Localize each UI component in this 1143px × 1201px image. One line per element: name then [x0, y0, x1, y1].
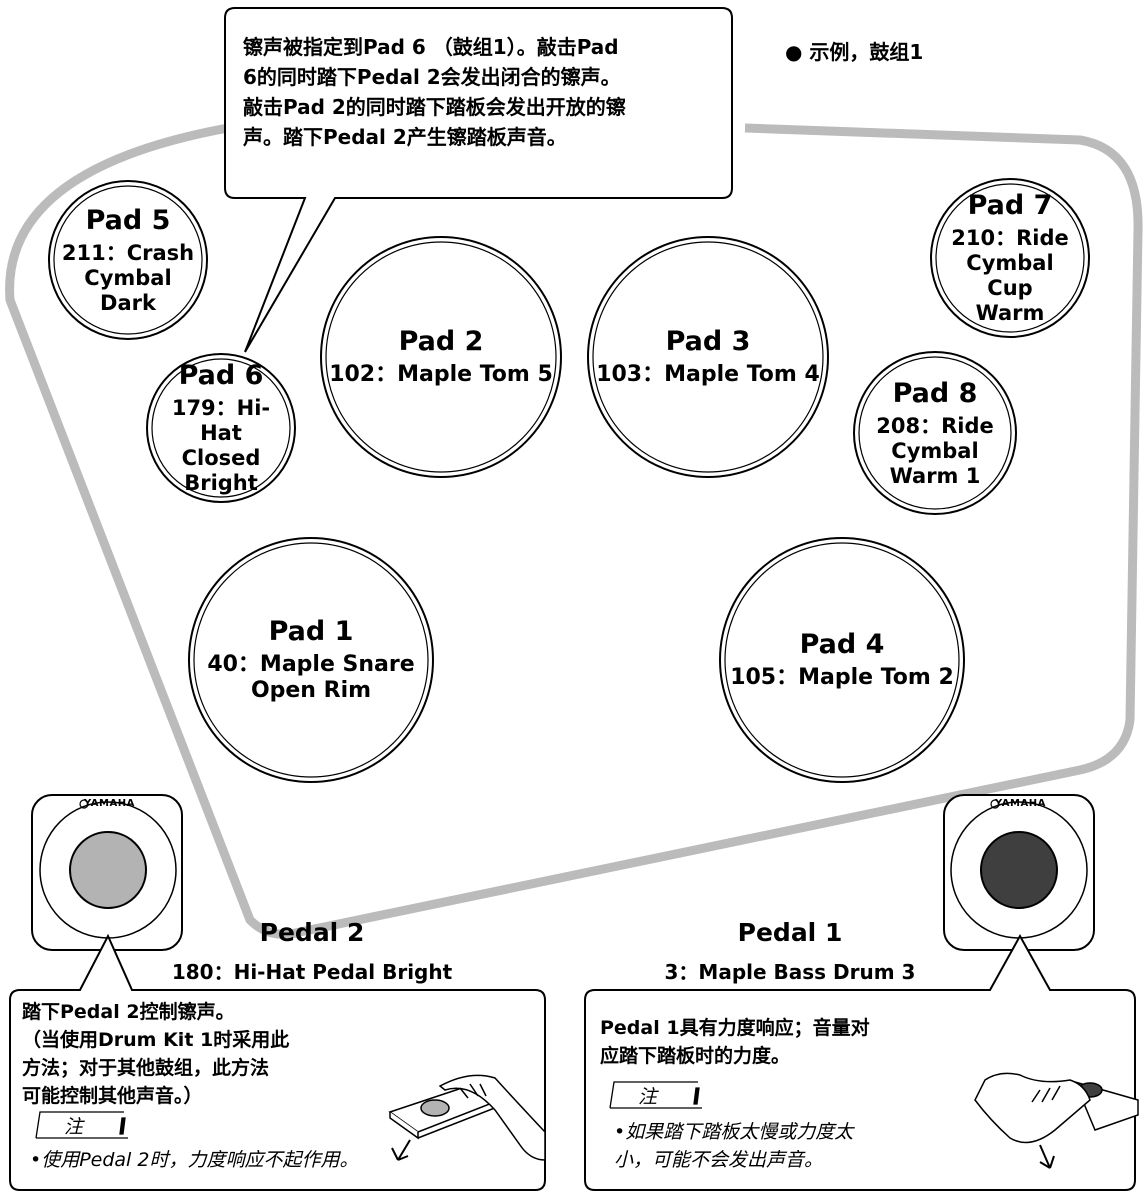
left-note-body: •使用Pedal 2时，力度响应不起作用。: [30, 1149, 359, 1171]
top-callout-box: [224, 7, 733, 353]
pad-5-voice: 211：Crash Cymbal Dark: [61, 240, 195, 315]
left-foot-illustration: [388, 1074, 546, 1161]
right-foot-illustration: [974, 1072, 1139, 1169]
pad-3-voice: 103：Maple Tom 4: [596, 362, 820, 387]
kit-outline: [5, 123, 1143, 939]
pad-3[interactable]: Pad 3 103：Maple Tom 4: [593, 242, 823, 472]
pad-7-voice: 210：Ride Cymbal Cup Warm: [951, 226, 1069, 325]
pad-3-name: Pad 3: [665, 326, 751, 357]
pedal2-brand: YAMAHA: [84, 798, 135, 809]
pedal1-voice: 3：Maple Bass Drum 3: [664, 960, 916, 984]
pad-8-name: Pad 8: [892, 377, 978, 409]
left-note-tag: 注: [64, 1116, 84, 1138]
pad-6[interactable]: Pad 6 179：Hi-Hat Closed Bright: [152, 359, 290, 497]
pad-6-name: Pad 6: [178, 360, 264, 391]
pad-4[interactable]: Pad 4 105：Maple Tom 2: [725, 543, 959, 777]
pad-8[interactable]: Pad 8 208：Ride Cymbal Warm 1: [859, 357, 1011, 509]
pad-2[interactable]: Pad 2 102：Maple Tom 5: [326, 242, 556, 472]
pedal2-unit: [31, 794, 183, 951]
example-label: ● 示例，鼓组1: [785, 40, 924, 64]
pad-2-voice: 102：Maple Tom 5: [329, 362, 553, 387]
pedal1-unit: [943, 794, 1095, 951]
pad-5[interactable]: Pad 5 211：Crash Cymbal Dark: [54, 186, 202, 334]
pad-7-name: Pad 7: [967, 190, 1053, 221]
pedal1-brand: YAMAHA: [995, 798, 1046, 809]
pedal1-name: Pedal 1: [737, 918, 843, 947]
right-note-body: •如果踏下踏板太慢或力度太 小，可能不会发出声音。: [614, 1121, 854, 1171]
pad-4-name: Pad 4: [799, 629, 885, 660]
pad-5-name: Pad 5: [85, 204, 171, 236]
pad-1-name: Pad 1: [268, 616, 354, 647]
pad-6-voice: 179：Hi-Hat Closed Bright: [171, 396, 271, 495]
pad-1[interactable]: Pad 1 40：Maple Snare Open Rim: [194, 543, 428, 777]
pedal2-voice: 180：Hi-Hat Pedal Bright: [171, 960, 453, 984]
pedal2-name: Pedal 2: [259, 918, 365, 947]
pad-7[interactable]: Pad 7 210：Ride Cymbal Cup Warm: [936, 184, 1084, 332]
pad-4-voice: 105：Maple Tom 2: [730, 665, 954, 690]
pad-1-voice: 40：Maple Snare Open Rim: [207, 652, 415, 703]
left-note-text: 踏下Pedal 2控制镲声。 （当使用Drum Kit 1时采用此 方法；对于其…: [22, 1001, 290, 1107]
right-note-tag: 注: [638, 1086, 658, 1108]
pad-2-name: Pad 2: [398, 326, 484, 357]
right-note-text: Pedal 1具有力度响应；音量对 应踏下踏板时的力度。: [600, 1017, 870, 1067]
pad-8-voice: 208：Ride Cymbal Warm 1: [876, 413, 994, 488]
top-callout-text: 镲声被指定到Pad 6 （鼓组1）。敲击Pad 6的同时踏下Pedal 2会发出…: [243, 35, 626, 149]
